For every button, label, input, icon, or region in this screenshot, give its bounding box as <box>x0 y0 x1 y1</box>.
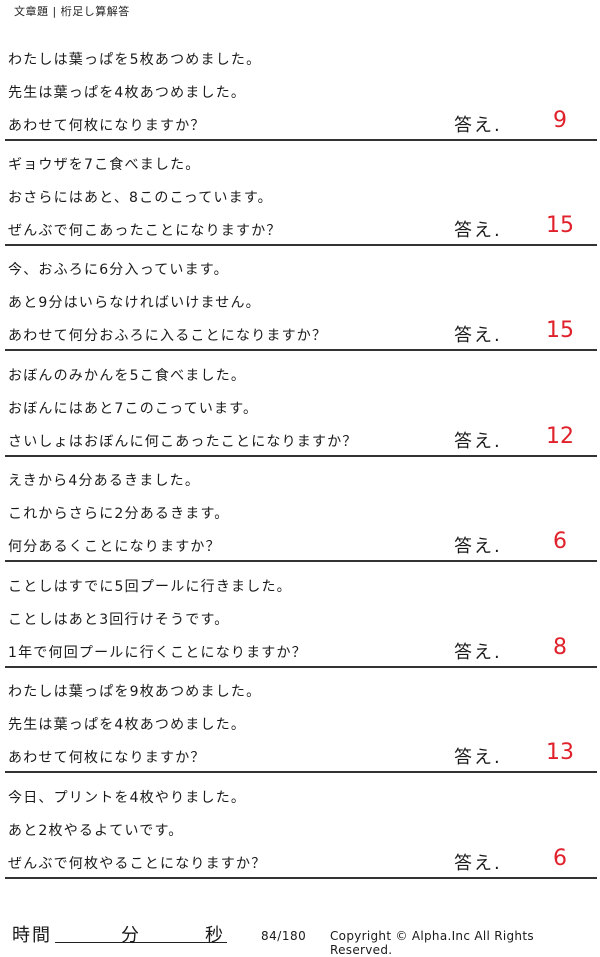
problem-line-1: ことしはすでに5回プールに行きました。 <box>8 579 292 595</box>
answer-label: 答え. <box>454 853 502 874</box>
problem-line-2: おぼんにはあと7このこっています。 <box>8 401 259 417</box>
answer-label: 答え. <box>454 325 502 346</box>
problem-question: 何分あるくことになりますか？ <box>8 539 221 555</box>
problem-line-2: あと9分はいらなければいけません。 <box>8 295 261 311</box>
sheet-title: 文章題 | 桁足し算解答 <box>14 5 130 18</box>
problem-question: あわせて何分おふろに入ることになりますか？ <box>8 328 328 344</box>
page-number: 84/180 <box>261 929 307 943</box>
problem-block: ギョウザを7こ食べました。 おさらにはあと、8このこっています。 ぜんぶで何こあ… <box>0 140 600 246</box>
answer-label: 答え. <box>454 115 502 136</box>
answer-value: 6 <box>553 846 567 871</box>
problem-line-2: あと2枚やるよていです。 <box>8 823 184 839</box>
problem-question: ぜんぶで何こあったことになりますか？ <box>8 223 282 239</box>
problem-line-1: 今日、プリントを4枚やりました。 <box>8 790 247 806</box>
answer-value: 15 <box>546 318 574 343</box>
divider-rule <box>5 771 597 773</box>
divider-rule <box>5 877 597 879</box>
answer-label: 答え. <box>454 642 502 663</box>
problem-line-1: わたしは葉っぱを5枚あつめました。 <box>8 52 262 68</box>
problem-line-2: これからさらに2分あるきます。 <box>8 506 230 522</box>
divider-rule <box>5 244 597 246</box>
problem-line-1: 今、おふろに6分入っています。 <box>8 262 229 278</box>
problem-line-1: おぼんのみかんを5こ食べました。 <box>8 368 247 384</box>
divider-rule <box>5 349 597 351</box>
problem-question: あわせて何枚になりますか？ <box>8 118 206 134</box>
answer-value: 8 <box>553 635 567 660</box>
answer-value: 12 <box>546 424 574 449</box>
problem-block: 今日、プリントを4枚やりました。 あと2枚やるよていです。 ぜんぶで何枚やること… <box>0 773 600 879</box>
problem-block: えきから4分あるきました。 これからさらに2分あるきます。 何分あるくことになり… <box>0 456 600 562</box>
seconds-label: 秒 <box>205 925 223 946</box>
problem-line-1: ギョウザを7こ食べました。 <box>8 157 201 173</box>
answer-value: 15 <box>546 213 574 238</box>
footer: 時間 分 秒 84/180 Copyright © Alpha.Inc All … <box>0 915 600 957</box>
problem-block: わたしは葉っぱを5枚あつめました。 先生は葉っぱを4枚あつめました。 あわせて何… <box>0 35 600 141</box>
problem-line-1: わたしは葉っぱを9枚あつめました。 <box>8 684 262 700</box>
time-entry-line <box>55 942 227 943</box>
problem-block: 今、おふろに6分入っています。 あと9分はいらなければいけません。 あわせて何分… <box>0 245 600 351</box>
answer-label: 答え. <box>454 220 502 241</box>
answer-label: 答え. <box>454 536 502 557</box>
divider-rule <box>5 455 597 457</box>
answer-label: 答え. <box>454 747 502 768</box>
minutes-label: 分 <box>121 925 139 946</box>
problem-question: ぜんぶで何枚やることになりますか？ <box>8 856 267 872</box>
time-label: 時間 <box>12 925 52 946</box>
divider-rule <box>5 139 597 141</box>
answer-value: 13 <box>546 740 574 765</box>
divider-rule <box>5 666 597 668</box>
answer-value: 6 <box>553 529 567 554</box>
problem-question: さいしょはおぼんに何こあったことになりますか？ <box>8 434 358 450</box>
problem-block: おぼんのみかんを5こ食べました。 おぼんにはあと7このこっています。 さいしょは… <box>0 351 600 457</box>
copyright-notice: Copyright © Alpha.Inc All Rights Reserve… <box>330 929 534 957</box>
problem-question: 1年で何回プールに行くことになりますか？ <box>8 645 307 661</box>
problem-line-2: ことしはあと3回行けそうです。 <box>8 612 230 628</box>
problem-line-2: おさらにはあと、8このこっています。 <box>8 190 273 206</box>
problem-line-2: 先生は葉っぱを4枚あつめました。 <box>8 717 247 733</box>
problem-line-2: 先生は葉っぱを4枚あつめました。 <box>8 85 247 101</box>
problem-question: あわせて何枚になりますか？ <box>8 750 206 766</box>
problem-block: わたしは葉っぱを9枚あつめました。 先生は葉っぱを4枚あつめました。 あわせて何… <box>0 667 600 773</box>
problem-line-1: えきから4分あるきました。 <box>8 473 201 489</box>
problem-block: ことしはすでに5回プールに行きました。 ことしはあと3回行けそうです。 1年で何… <box>0 562 600 668</box>
answer-label: 答え. <box>454 431 502 452</box>
divider-rule <box>5 560 597 562</box>
answer-value: 9 <box>553 108 567 133</box>
